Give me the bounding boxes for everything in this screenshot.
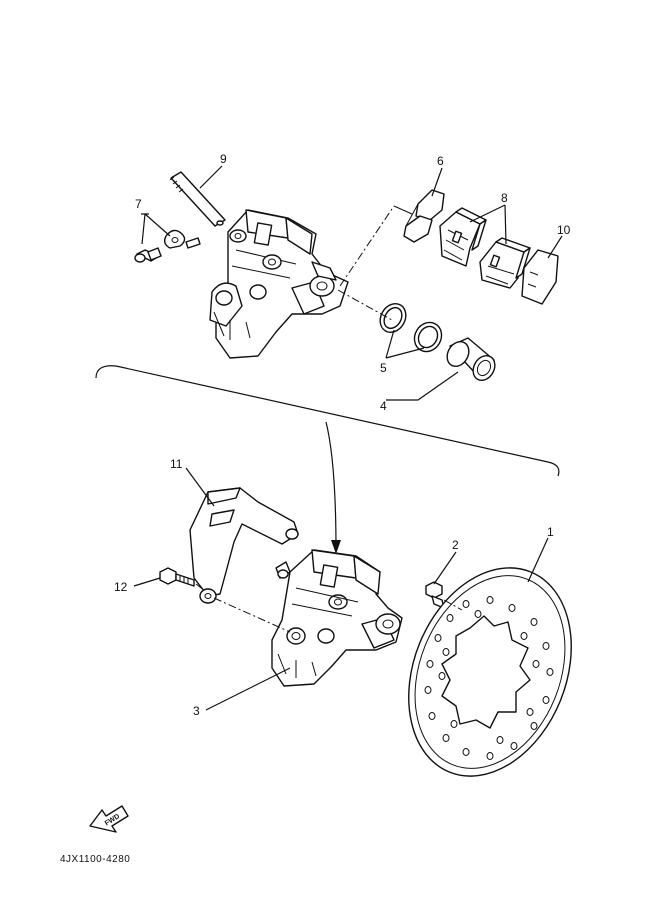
- callout-6: 6: [437, 154, 444, 168]
- assembly-line-lower-2: [195, 583, 205, 591]
- brake-pad-outer: [479, 237, 531, 289]
- callout-10: 10: [557, 223, 571, 237]
- bleed-screw: [134, 229, 201, 263]
- forward-arrow-icon: FWD: [89, 805, 129, 833]
- bracket-bolt: [159, 567, 195, 587]
- assembly-line-upper-2: [337, 289, 393, 321]
- caliper-bracket: [189, 487, 299, 604]
- leader-10: [547, 235, 563, 259]
- caliper-body-lower: [271, 549, 403, 687]
- assembly-arrow: [325, 421, 337, 551]
- drawing-code: 4JX1100-4280: [60, 854, 130, 865]
- leader-5: [385, 329, 425, 359]
- leader-7: [141, 213, 171, 245]
- callout-5: 5: [380, 361, 387, 375]
- assembly-line-lower-3: [443, 599, 463, 611]
- brake-pad-inner: [439, 207, 487, 267]
- leader-2: [433, 551, 457, 585]
- assembly-line-lower-1: [213, 597, 291, 633]
- brake-disc: [408, 567, 572, 777]
- leader-1: [527, 537, 549, 583]
- pad-spring: [403, 189, 445, 243]
- group-bracket: [95, 365, 560, 477]
- leader-11: [185, 467, 215, 507]
- leader-8: [469, 204, 507, 245]
- callout-8: 8: [501, 191, 508, 205]
- callout-1: 1: [547, 525, 554, 539]
- disc-holes: [424, 596, 554, 760]
- callout-12: 12: [114, 580, 128, 594]
- assembly-arrow-head: [331, 540, 341, 554]
- assembly-line-upper-1: [339, 205, 395, 287]
- assembly-line-upper-3: [393, 205, 413, 215]
- piston-seal-1: [379, 302, 407, 334]
- caliper-piston: [446, 337, 496, 382]
- piston-seal-2: [413, 321, 443, 353]
- callout-3: 3: [193, 704, 200, 718]
- leader-3: [205, 667, 291, 711]
- caliper-body-upper: [209, 209, 349, 359]
- pad-shim: [521, 249, 559, 305]
- callout-4: 4: [380, 399, 387, 413]
- callout-11: 11: [170, 457, 183, 471]
- callout-9: 9: [220, 152, 227, 166]
- callout-2: 2: [452, 538, 459, 552]
- callout-7: 7: [135, 197, 142, 211]
- leader-12: [133, 577, 161, 587]
- leader-9: [199, 165, 223, 189]
- leader-6: [431, 167, 443, 197]
- disc-bolt: [425, 581, 445, 609]
- leader-4: [386, 371, 459, 401]
- caliper-pin: [169, 171, 226, 227]
